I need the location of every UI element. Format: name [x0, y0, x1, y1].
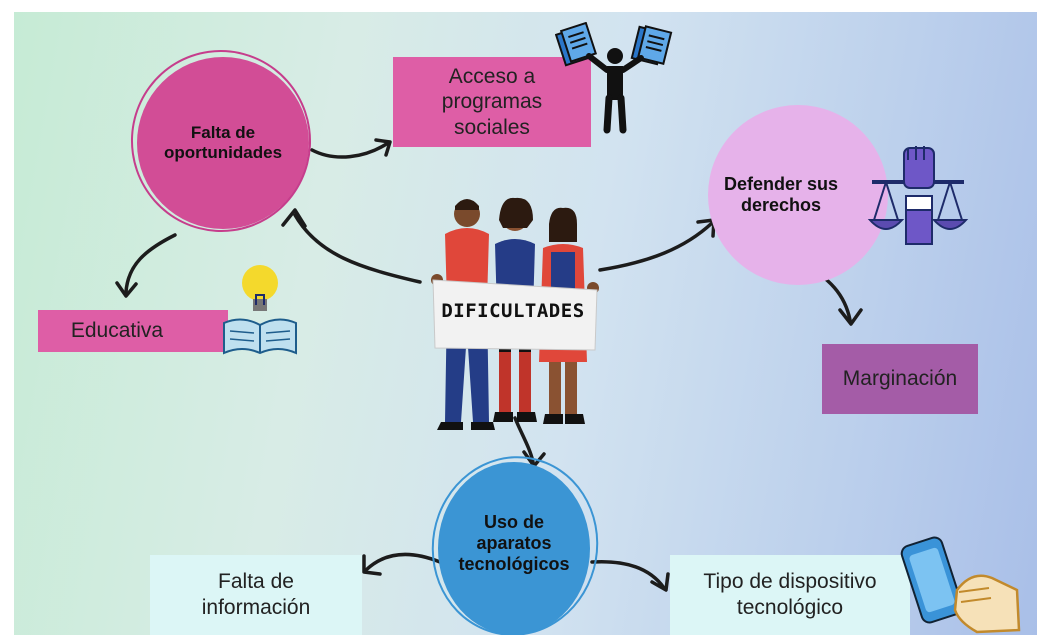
arrow-oportunidades-to-educativa: [124, 233, 177, 294]
arrow-uso-to-tipo: [590, 559, 666, 590]
node-educativa: Educativa: [38, 310, 228, 352]
arrow-center-to-oportunidades: [293, 213, 422, 284]
lightbulb-book-icon: [223, 265, 297, 355]
node-falta-oportunidades: Falta de oportunidades: [137, 57, 309, 229]
node-defender-derechos: Defender sus derechos: [708, 105, 888, 285]
node-acceso-programas: Acceso a programas sociales: [393, 57, 591, 147]
justice-fist-scale-icon: [867, 146, 969, 245]
node-tipo-dispositivo: Tipo de dispositivo tecnológico: [670, 555, 910, 635]
center-banner-text: DIFICULTADES: [441, 300, 585, 323]
center-banner-label: DIFICULTADES: [438, 292, 588, 332]
node-uso-aparatos-label: Uso de aparatos tecnológicos: [458, 512, 570, 574]
node-defender-derechos-label: Defender sus derechos: [723, 174, 839, 215]
node-falta-oportunidades-label: Falta de oportunidades: [163, 123, 283, 162]
node-falta-informacion-label: Falta de información: [201, 570, 311, 619]
node-falta-informacion: Falta de información: [150, 555, 362, 635]
group-of-people-illustration: [431, 197, 599, 430]
node-acceso-programas-label: Acceso a programas sociales: [441, 64, 543, 139]
arrow-uso-to-info: [364, 552, 442, 572]
node-uso-aparatos: Uso de aparatos tecnológicos: [438, 462, 590, 635]
node-marginacion-label: Marginación: [842, 367, 958, 391]
arrow-center-to-derechos: [598, 221, 714, 272]
arrow-center-to-uso: [513, 416, 535, 464]
node-tipo-dispositivo-label: Tipo de dispositivo tecnológico: [703, 570, 877, 619]
node-marginacion: Marginación: [822, 344, 978, 414]
node-educativa-label: Educativa: [70, 319, 164, 343]
arrow-oportunidades-to-acceso: [310, 141, 390, 159]
documents-person-icon: [555, 22, 673, 134]
hand-phone-icon: [900, 536, 1021, 634]
